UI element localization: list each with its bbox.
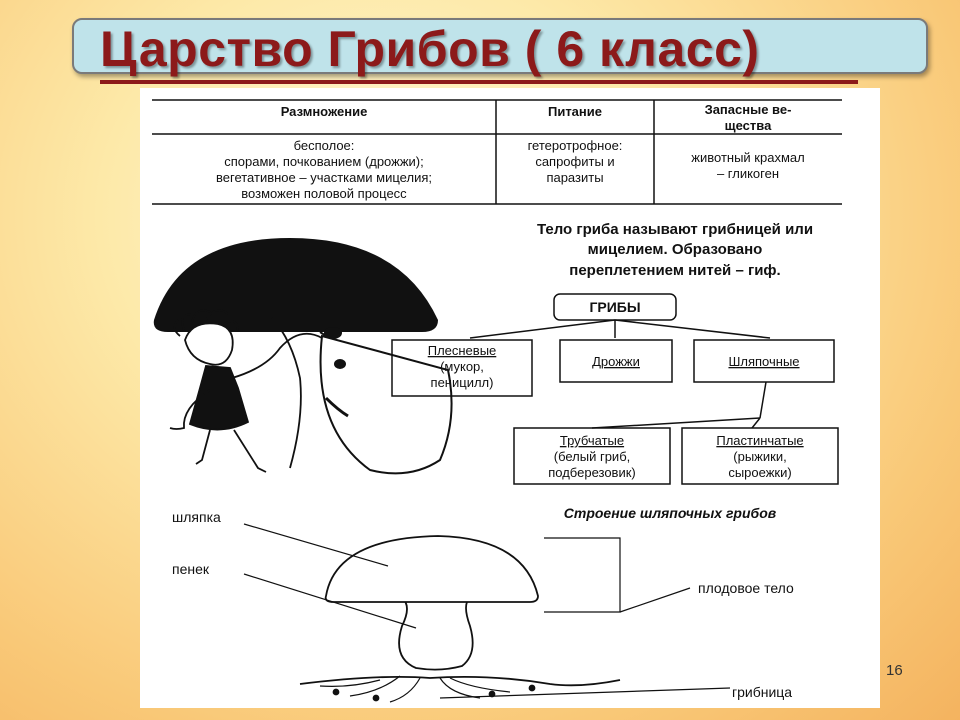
mushroom-eye-right (334, 359, 346, 369)
pointer-cap (243, 523, 389, 567)
page-title: Царство Грибов ( 6 класс) (100, 21, 760, 77)
lamellar-line-3: сыроежки) (728, 465, 791, 480)
cartoon-girl (169, 309, 323, 473)
body-text-line-3: переплетением нитей – гиф. (569, 262, 780, 279)
tubular-title: Трубчатые (560, 433, 624, 448)
pointer-fruit-body (619, 587, 691, 613)
mycelium-threads (319, 675, 511, 703)
structure-pointers (243, 523, 731, 699)
mushroom-eye-left (324, 327, 342, 339)
girl-leg-left (195, 429, 211, 465)
tree-box-yeast (559, 339, 673, 383)
tree-box-lamellar (681, 427, 839, 485)
pointer-mycelium (439, 687, 731, 699)
lamellar-title: Пластинчатые (716, 433, 803, 448)
header-nutrition: Питание (548, 104, 602, 119)
structure-mushroom (299, 535, 621, 703)
reproduction-line-3: вегетативное – участками мицелия; (216, 170, 432, 185)
tubular-line-3: подберезовик) (548, 465, 636, 480)
header-reproduction: Размножение (281, 104, 368, 119)
girl-hair (173, 309, 239, 337)
tree-box-tubular (513, 427, 671, 485)
tree-link-4 (759, 381, 767, 419)
title-underline (100, 80, 858, 84)
cartoon-mushroom-stem (319, 334, 453, 475)
mold-line-3: пеницилл) (431, 375, 494, 390)
nutrition-line-1: гетеротрофное: (528, 138, 623, 153)
classification-tree (391, 293, 839, 485)
tree-box-mold (391, 339, 533, 397)
title-bar (72, 18, 928, 74)
mold-title: Плесневые (428, 343, 497, 358)
info-table (152, 99, 842, 205)
yeast-title: Дрожжи (592, 354, 640, 369)
header-storage-1: Запасные ве- (705, 102, 792, 117)
cartoon-mushroom (153, 238, 453, 475)
tubular-line-2: (белый гриб, (554, 449, 631, 464)
body-text-line-1: Тело гриба называют грибницей или (537, 221, 813, 238)
lamellar-line-2: (рыжики, (733, 449, 786, 464)
girl-leg-right (233, 429, 267, 473)
reproduction-line-1: бесполое: (294, 138, 355, 153)
mold-line-2: (мукор, (440, 359, 484, 374)
tree-link-1 (469, 319, 616, 339)
slide-number: 16 (886, 662, 903, 679)
structure-cap (324, 535, 539, 603)
label-fruit-body: плодовое тело (698, 580, 794, 596)
storage-line-1: животный крахмал (691, 150, 804, 165)
label-cap: шляпка (172, 509, 221, 525)
diagram-panel: Размножение Питание Запасные ве- щества … (140, 88, 880, 708)
girl-line (271, 317, 302, 469)
soil-dot-4 (528, 684, 536, 692)
structure-stem (398, 597, 474, 671)
mushroom-mouth (324, 396, 349, 418)
tree-link-6 (751, 417, 761, 429)
nutrition-line-3: паразиты (546, 170, 603, 185)
tree-box-cap-fungi (693, 339, 835, 383)
label-stem: пенек (172, 561, 210, 577)
cap-fungi-title: Шляпочные (728, 354, 799, 369)
cartoon-mushroom-cap (153, 238, 438, 332)
soil-dot-2 (372, 694, 380, 702)
girl-dress (188, 365, 250, 431)
tree-link-3 (614, 319, 771, 339)
storage-line-2: – гликоген (717, 166, 779, 181)
diagram-svg: Размножение Питание Запасные ве- щества … (152, 99, 842, 703)
girl-arm-right (231, 332, 323, 379)
soil-dot-1 (332, 688, 340, 696)
tree-link-5 (591, 417, 761, 429)
label-mycelium: грибница (732, 684, 792, 700)
reproduction-line-2: спорами, почкованием (дрожжи); (224, 154, 424, 169)
tree-root-label: ГРИБЫ (589, 299, 640, 315)
pointer-stem (243, 573, 417, 629)
nutrition-line-2: сапрофиты и (535, 154, 614, 169)
reproduction-line-4: возможен половой процесс (241, 186, 407, 201)
girl-arm-left (169, 389, 211, 430)
girl-head (184, 322, 234, 366)
ground-line (299, 675, 621, 687)
fruit-body-bracket (544, 537, 621, 613)
body-text-line-2: мицелием. Образовано (588, 241, 763, 258)
structure-caption: Строение шляпочных грибов (564, 505, 777, 521)
header-storage-2: щества (725, 118, 772, 133)
